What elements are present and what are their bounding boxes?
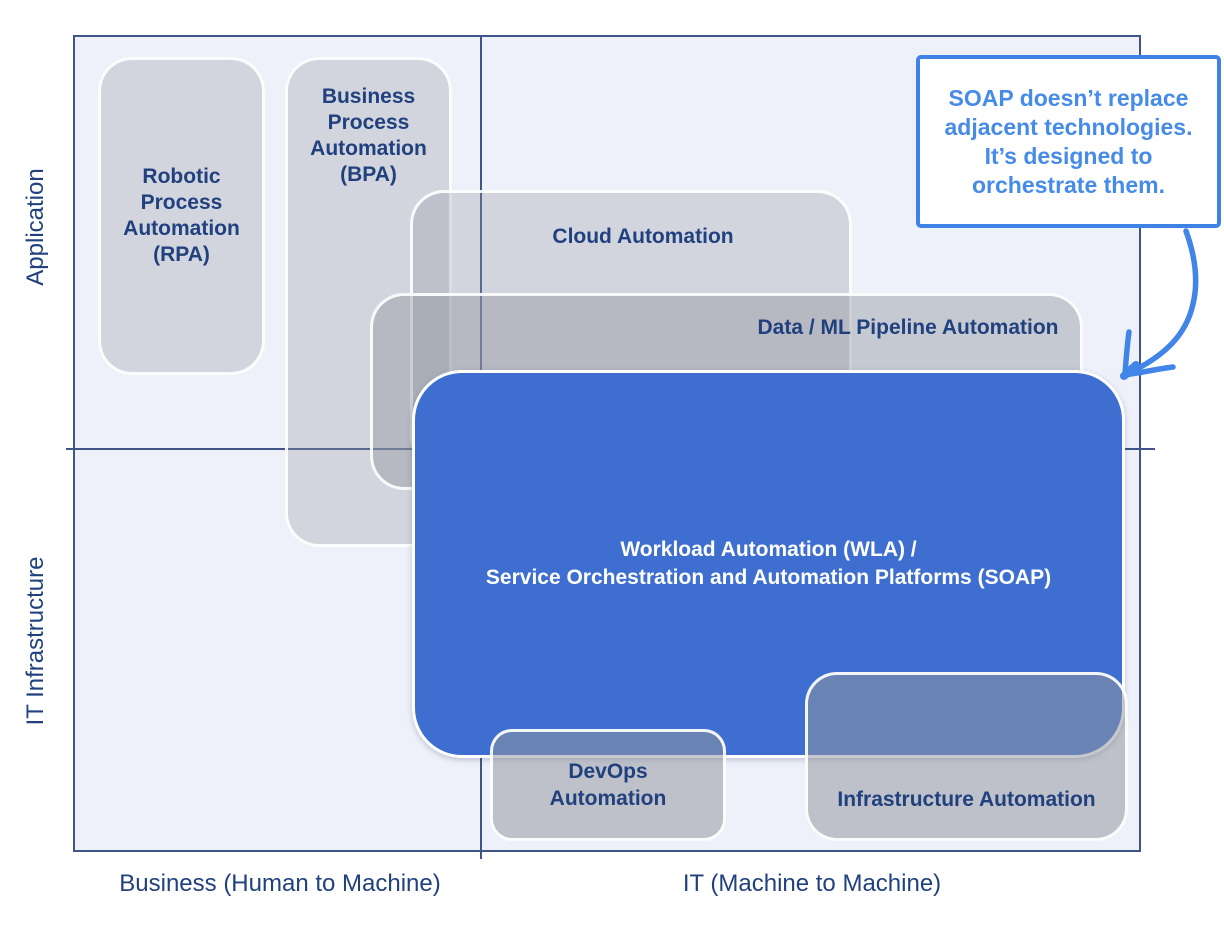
box-rpa-label-line: Automation [123, 217, 240, 240]
box-robotic-process-automation: Robotic Process Automation (RPA) [98, 57, 265, 375]
box-bpa-label-line: Business [321, 85, 416, 108]
callout-line: orchestrate them. [971, 171, 1165, 198]
box-bpa-label-line: Process [327, 111, 410, 134]
box-devops-label-line: DevOps [568, 760, 648, 783]
box-data-ml-label: Data / ML Pipeline Automation [757, 316, 1059, 339]
box-bpa-label-line: Automation [310, 137, 427, 160]
box-devops-label-line: Automation [549, 787, 667, 810]
callout-line: SOAP doesn’t replace [948, 84, 1189, 111]
box-infrastructure-automation: Infrastructure Automation [805, 672, 1128, 841]
callout-line: It’s designed to [984, 142, 1153, 169]
box-rpa-label-line: Robotic [142, 165, 221, 188]
callout-note: SOAP doesn’t replace adjacent technologi… [916, 55, 1221, 228]
y-axis-label-application: Application [22, 168, 49, 286]
x-axis-label-business: Business (Human to Machine) [119, 870, 441, 897]
box-rpa-label-line: Process [140, 191, 223, 214]
box-wla-label-line: Service Orchestration and Automation Pla… [485, 566, 1052, 589]
box-infra-label: Infrastructure Automation [837, 788, 1096, 811]
y-axis-label-it-infrastructure: IT Infrastructure [22, 556, 49, 726]
box-cloud-label: Cloud Automation [552, 225, 734, 248]
box-wla-label-line: Workload Automation (WLA) / [620, 538, 917, 561]
box-rpa-label-line: (RPA) [153, 243, 210, 266]
box-business-process-automation: Business Process Automation (BPA) [285, 57, 452, 547]
box-bpa-label-line: (BPA) [340, 163, 397, 186]
box-devops-automation: DevOps Automation [490, 729, 726, 841]
callout-line: adjacent technologies. [944, 113, 1193, 140]
x-axis-label-it: IT (Machine to Machine) [682, 870, 942, 897]
